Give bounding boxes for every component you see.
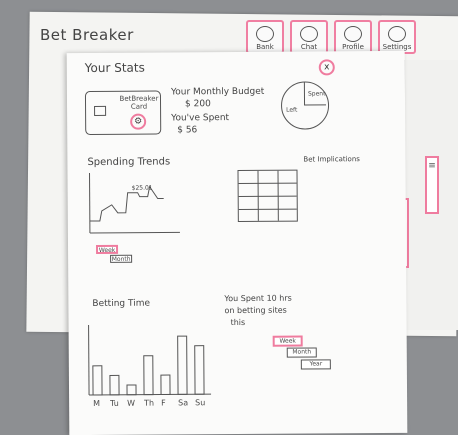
- day-label-W: W: [127, 399, 135, 408]
- stats-title: Your Stats: [85, 61, 145, 75]
- time-week-button[interactable]: Week: [273, 336, 303, 347]
- chat-icon: [300, 26, 318, 42]
- pie-divider: [304, 83, 305, 106]
- card-label: BetBreaker Card: [118, 95, 160, 111]
- nav-settings-button[interactable]: Settings: [378, 20, 416, 54]
- summary-line-3: this: [231, 318, 246, 329]
- summary-line-2: on betting sites: [224, 306, 286, 317]
- day-label-Tu: Tu: [110, 399, 119, 408]
- profile-icon: [344, 26, 362, 42]
- day-label-Su: Su: [195, 398, 205, 407]
- day-label-Sa: Sa: [178, 398, 188, 407]
- time-year-button[interactable]: Year: [301, 359, 331, 369]
- bar-Th: [144, 356, 153, 395]
- budget-pie-chart: Spent Left: [281, 81, 329, 129]
- bar-F: [161, 375, 170, 394]
- bank-icon: [256, 26, 274, 42]
- implications-grid: [237, 170, 297, 222]
- bar-Tu: [110, 375, 119, 394]
- nav-bank-button[interactable]: Bank: [246, 20, 284, 54]
- nav-profile-button[interactable]: Profile: [334, 20, 372, 54]
- trend-line: [90, 187, 164, 222]
- time-month-button[interactable]: Month: [287, 347, 317, 357]
- menu-icon: ≡: [428, 161, 436, 171]
- stats-panel: Your Stats x BetBreaker Card ⚙ Your Mont…: [67, 51, 408, 435]
- nav-settings-label: Settings: [380, 43, 414, 51]
- spending-trends-chart: [87, 170, 187, 241]
- spending-trends-title: Spending Trends: [87, 156, 170, 168]
- day-label-F: F: [161, 399, 166, 408]
- nav-chat-button[interactable]: Chat: [290, 20, 328, 54]
- gear-icon: [388, 26, 406, 42]
- spending-week-button[interactable]: Week: [96, 245, 118, 254]
- pie-label-left: Left: [286, 107, 297, 114]
- x-axis: [90, 232, 180, 233]
- bar-Sa: [178, 336, 187, 394]
- pie-divider: [304, 104, 326, 105]
- nav-chat-label: Chat: [292, 43, 326, 51]
- implications-title: Bet Implications: [303, 155, 360, 165]
- top-nav: Bank Chat Profile Settings: [246, 20, 416, 54]
- budget-value: $ 200: [185, 98, 211, 110]
- close-icon: x: [324, 62, 329, 72]
- spending-month-button[interactable]: Month: [110, 255, 132, 263]
- background-sidebar: ≡: [404, 60, 458, 330]
- bar-Su: [195, 346, 204, 395]
- trend-value-note: $25.01: [132, 185, 153, 193]
- card-chip-icon: [94, 106, 106, 116]
- card-settings-button[interactable]: ⚙: [130, 114, 146, 130]
- nav-bank-label: Bank: [248, 43, 282, 51]
- betting-time-day-labels: M Tu W Th F Sa Su: [93, 398, 219, 411]
- pie-label-spent: Spent: [308, 90, 326, 97]
- app-title: Bet Breaker: [40, 26, 134, 44]
- betting-time-chart: [89, 322, 220, 403]
- spent-label: You've Spent: [171, 112, 229, 125]
- summary-line-1: You Spent 10 hrs: [224, 294, 291, 305]
- close-button[interactable]: x: [319, 59, 335, 75]
- bar-W: [127, 385, 136, 395]
- budget-label: Your Monthly Budget: [171, 86, 264, 99]
- gear-icon: ⚙: [134, 117, 142, 127]
- menu-button[interactable]: ≡: [425, 156, 439, 214]
- day-label-Th: Th: [144, 399, 154, 408]
- betting-time-title: Betting Time: [92, 299, 150, 309]
- bar-M: [93, 366, 102, 395]
- day-label-M: M: [93, 399, 100, 408]
- betbreaker-card: BetBreaker Card ⚙: [85, 91, 161, 136]
- nav-profile-label: Profile: [336, 43, 370, 51]
- spent-value: $ 56: [177, 124, 197, 136]
